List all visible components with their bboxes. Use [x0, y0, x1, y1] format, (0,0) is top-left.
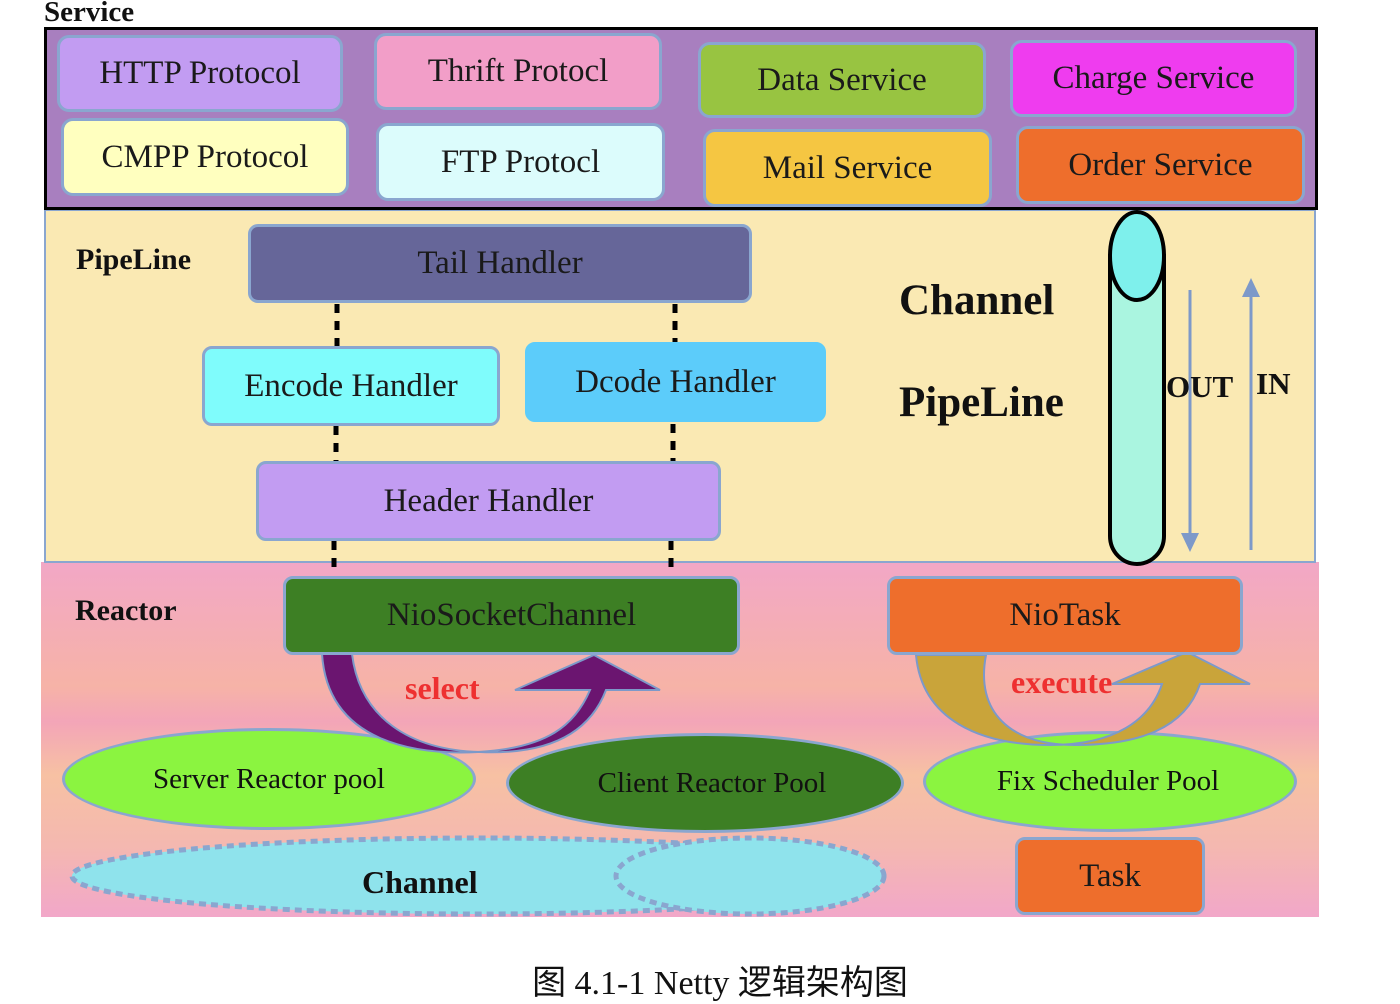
pipeline-cylinder-top — [1108, 210, 1166, 302]
channel-label: Channel — [362, 864, 478, 900]
nio-socket-channel-box: NioSocketChannel — [283, 576, 740, 655]
http-protocol-box: HTTP Protocol — [57, 35, 343, 112]
encode-handler-box: Encode Handler — [202, 346, 500, 426]
charge-service-box: Charge Service — [1010, 40, 1297, 117]
in-label: IN — [1256, 366, 1291, 401]
select-label: select — [405, 670, 480, 706]
service-layer-label: Service — [44, 0, 135, 28]
channel-ellipse-small — [613, 835, 887, 917]
nio-task-box: NioTask — [887, 576, 1243, 655]
mail-service-box: Mail Service — [703, 129, 992, 207]
header-handler-box: Header Handler — [256, 461, 721, 541]
tail-handler-box: Tail Handler — [248, 224, 752, 303]
execute-label: execute — [1011, 664, 1113, 700]
pipeline-layer-label: PipeLine — [76, 243, 192, 276]
fix-scheduler-pool: Fix Scheduler Pool — [923, 731, 1297, 832]
client-reactor-pool: Client Reactor Pool — [506, 733, 904, 833]
out-label: OUT — [1166, 369, 1234, 404]
in-arrow-head — [1242, 278, 1260, 297]
ftp-protocol-box: FTP Protocl — [376, 123, 665, 201]
pipeline-cylinder — [1108, 254, 1166, 566]
figure-caption: 图 4.1-1 Netty 逻辑架构图 — [532, 965, 908, 1002]
dcode-handler-box: Dcode Handler — [525, 342, 826, 422]
cmpp-protocol-box: CMPP Protocol — [61, 118, 349, 196]
data-service-box: Data Service — [698, 42, 986, 118]
reactor-layer-label: Reactor — [75, 594, 177, 627]
thrift-protocol-box: Thrift Protocl — [374, 33, 662, 110]
select-curved-arrow — [320, 653, 661, 754]
task-box: Task — [1015, 837, 1205, 915]
order-service-box: Order Service — [1016, 126, 1305, 204]
channel-pipeline-title-line1: Channel — [899, 277, 1055, 324]
channel-pipeline-title-line2: PipeLine — [899, 379, 1064, 426]
out-arrow-head — [1181, 533, 1199, 552]
